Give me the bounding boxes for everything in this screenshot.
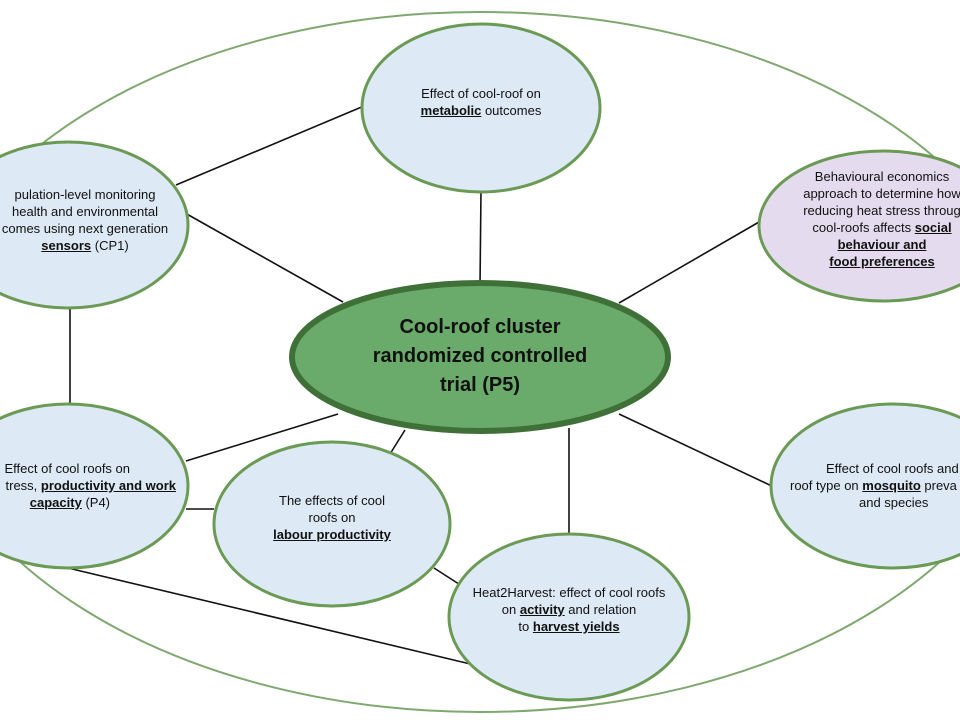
behavioural-keyword-social: social [914,220,952,235]
productivity-line-2: tress, productivity and work [0,477,176,494]
node-labour-ellipse [212,440,452,608]
sensors-line-3: comes using next generation [1,221,169,236]
mosquito-keyword: mosquito [862,478,921,493]
node-sensors-label: pulation-level monitoring health and env… [0,186,192,254]
node-sensors-ellipse [0,140,190,310]
connector-metabolic-center [479,189,482,287]
mosquito-line-2: roof type on mosquito preva [790,477,960,494]
center-line-1: Cool-roof cluster [399,316,561,338]
sensors-line-4: sensors (CP1) [0,237,192,254]
connector-behavioural-center [618,221,760,304]
harvest-line-3a: to [518,619,533,634]
harvest-line-2a: on [501,602,520,617]
node-mosquito-ellipse [769,402,960,570]
center-line-2: randomized controlled [372,345,588,367]
node-metabolic-ellipse [360,22,602,194]
connector-labour-center [389,429,406,455]
node-productivity-ellipse [0,402,190,570]
center-line-3: trial (P5) [439,374,521,396]
node-harvest-label: Heat2Harvest: effect of cool roofs on ac… [459,584,679,635]
productivity-suffix: (P4) [81,495,110,510]
node-labour-label: The effects of cool roofs on labour prod… [232,492,432,543]
sensors-line-1: pulation-level monitoring [14,187,156,202]
connector-labour-harvest [433,567,463,587]
connector-sensors-center [184,212,344,303]
harvest-line-2: on activity and relation [459,601,679,618]
harvest-keyword-activity: activity [519,602,565,617]
harvest-line-2b: and relation [564,602,637,617]
behavioural-keyword-food: food preferences [829,254,935,269]
node-harvest-ellipse [447,532,691,702]
metabolic-line-1: Effect of cool-roof on [421,86,541,101]
behavioural-keyword-behaviour: behaviour and [837,237,927,252]
node-mosquito-label: Effect of cool roofs and roof type on mo… [790,460,960,511]
labour-line-3: labour productivity [232,526,432,543]
connector-metabolic-sensors [175,105,365,186]
productivity-line-2-text: tress, [5,478,41,493]
harvest-line-1: Heat2Harvest: effect of cool roofs [472,585,666,600]
behavioural-line-6: food preferences [782,253,960,270]
metabolic-keyword: metabolic [420,103,482,118]
behavioural-line-4: cool-roofs affects social [782,219,960,236]
node-metabolic-label: Effect of cool-roof on metabolic outcome… [381,85,581,119]
node-behavioural-label: Behavioural economics approach to determ… [782,168,960,270]
center-node-label: Cool-roof cluster randomized controlled … [330,313,630,400]
labour-line-1: The effects of cool [279,493,385,508]
harvest-keyword-yields: harvest yields [532,619,620,634]
outer-boundary-ellipse [0,11,960,713]
node-productivity-label: Effect of cool roofs on tress, productiv… [0,460,177,511]
connector-mosquito-center [618,413,777,489]
productivity-line-3: capacity (P4) [0,494,176,511]
behavioural-line-5: behaviour and [782,236,960,253]
connector-productivity-center [185,413,339,462]
mosquito-line-2b: preva [920,478,957,493]
sensors-suffix: (CP1) [91,238,129,253]
labour-line-2: roofs on [308,510,356,525]
connectors [67,105,777,668]
labour-keyword: labour productivity [273,527,391,542]
productivity-keyword-capacity: capacity [29,495,82,510]
sensors-line-2: health and environmental [12,204,158,219]
node-behavioural-ellipse [757,149,960,303]
behavioural-line-3: reducing heat stress throug [803,203,960,218]
harvest-line-3: to harvest yields [459,618,679,635]
metabolic-line-2: metabolic outcomes [381,102,581,119]
behavioural-line-2: approach to determine how [803,186,960,201]
sensors-keyword: sensors [41,238,92,253]
mosquito-line-1: Effect of cool roofs and [826,461,959,476]
productivity-keyword: productivity and work [40,478,176,493]
connector-productivity-harvest [67,567,484,668]
metabolic-suffix: outcomes [481,103,542,118]
mosquito-line-3: and species [859,495,929,510]
behavioural-line-4-text: cool-roofs affects [812,220,915,235]
productivity-line-1: Effect of cool roofs on [4,461,131,476]
mosquito-line-2a: roof type on [790,478,863,493]
behavioural-line-1: Behavioural economics [814,169,950,184]
center-node-ellipse [289,280,671,434]
